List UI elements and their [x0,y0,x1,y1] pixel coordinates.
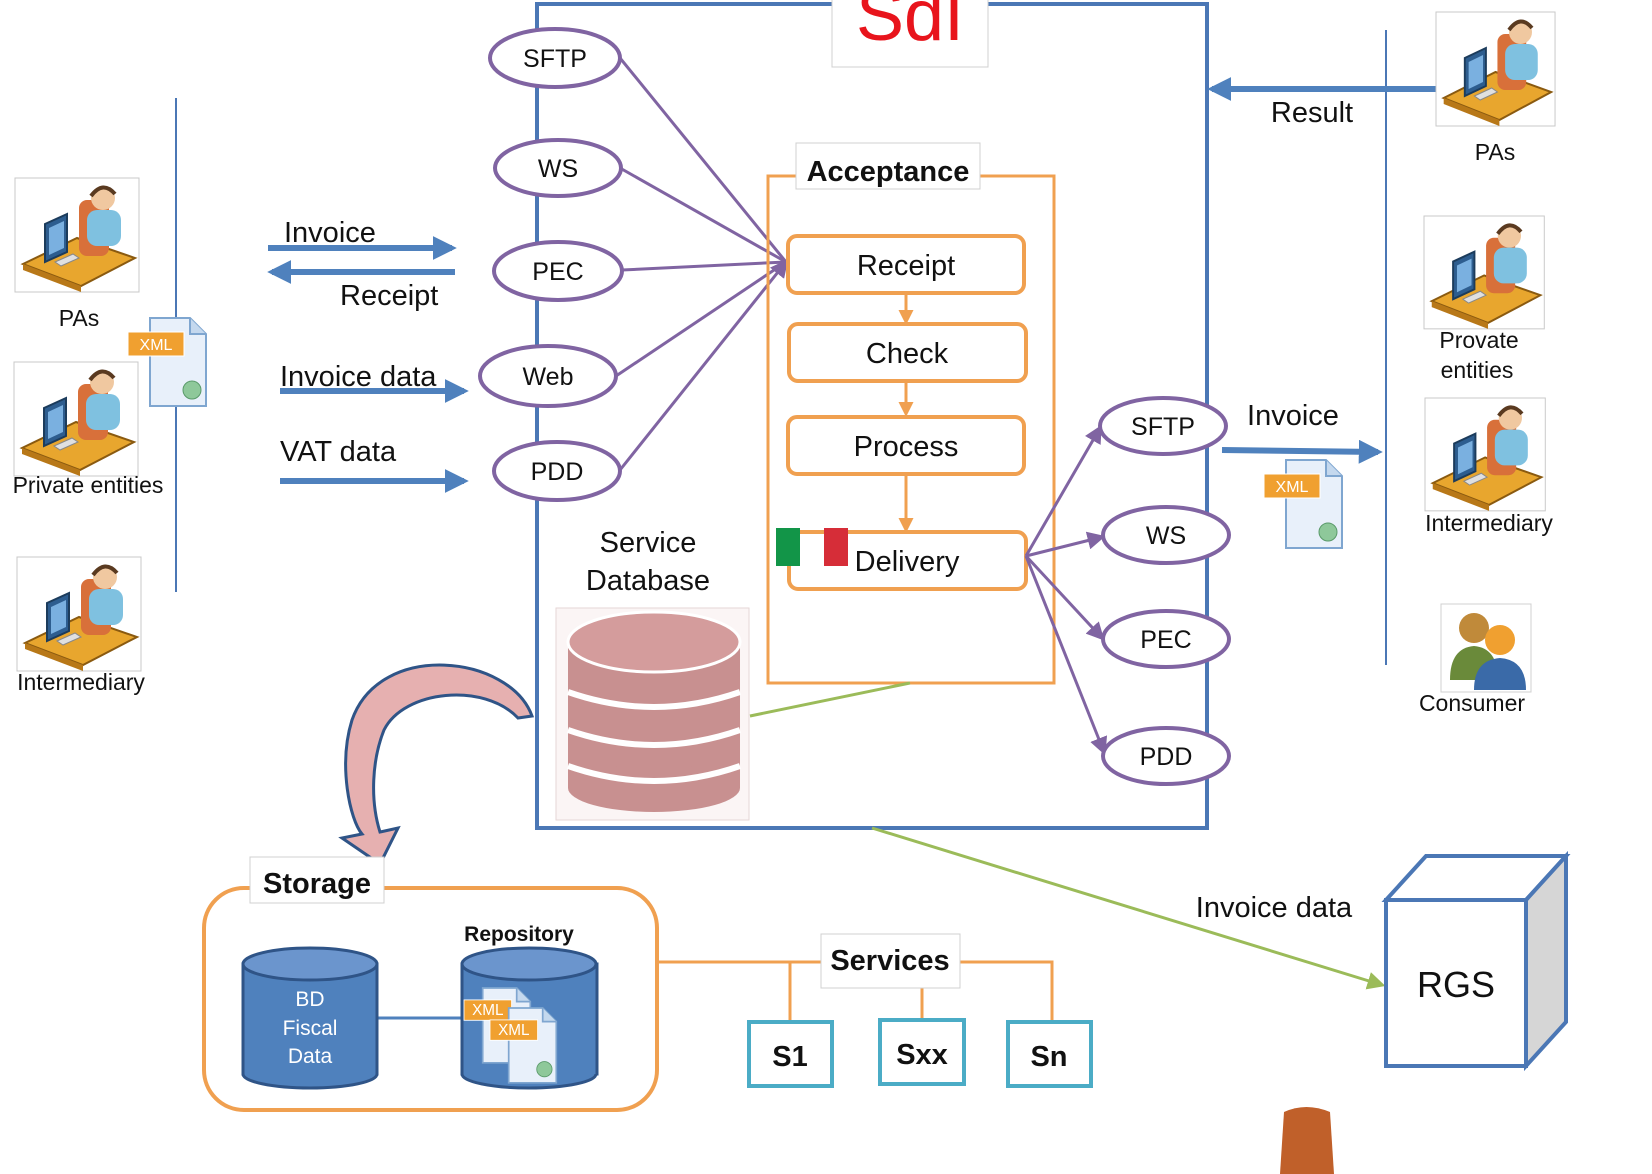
bd-label-line1: BD [295,988,324,1011]
consumer-icon [1440,603,1532,693]
channel-in-web-oval [478,344,618,408]
bd-label-line2: Fiscal [283,1017,338,1040]
flag-green-stripe [776,528,800,566]
pas-recipient-icon [1434,10,1558,128]
sender-xml-document-icon: XML [127,317,207,407]
storage-title: Storage [263,868,371,900]
channel-out-ws-oval [1101,505,1231,565]
bd-fiscal-data-cylinder [241,946,379,1090]
sender-xml-tag: XML [140,337,173,354]
channel-out-ws-label: WS [1146,522,1186,550]
rgs-flow-label: Invoice data [1196,892,1353,924]
channel-out-pdd-oval [1101,726,1231,786]
step-check-box [787,322,1028,383]
bd-label-line3: Data [288,1045,333,1068]
channel-out-pec-oval [1101,609,1231,669]
storage-title-box [249,856,385,904]
pas-sender-icon [13,176,141,294]
consumer-label: Consumer [1419,690,1525,716]
service-database-label-line1: Service [600,527,697,559]
repository-xml-tag-1: XML [472,1002,503,1019]
channel-in-ws-label: WS [538,155,578,183]
repository-label: Repository [464,923,574,946]
services-title-box [820,933,961,989]
delivery-to-sftp-line [1024,424,1102,557]
bottom-edge-shape [1280,1107,1334,1174]
acceptance-title-box [795,142,981,190]
acceptance-title: Acceptance [807,156,970,188]
database-to-storage-arrow [338,663,535,867]
provate-entities-recipient-label-line1: Provate [1439,327,1518,353]
step-receipt-box [786,234,1026,295]
service-sn-label: Sn [1030,1041,1067,1073]
step-process-label: Process [854,431,959,463]
storage-box [202,886,659,1112]
channel-out-pdd-label: PDD [1140,743,1193,771]
channel-out-sftp-oval [1098,396,1228,456]
provate-entities-recipient-label-line2: entities [1441,357,1514,383]
channel-in-sftp-oval [488,27,622,89]
services-right-connector [960,960,1054,1022]
channel-in-ws-oval [493,138,623,198]
recipient-xml-document-icon: XML [1263,459,1343,549]
service-s1-label: S1 [772,1041,807,1073]
channel-in-web-label: Web [523,363,574,391]
provate-entities-recipient-icon [1422,214,1547,331]
db-to-acceptance-line [749,681,911,718]
invoice-out-arrow [1221,439,1383,464]
services-title: Services [830,945,949,977]
channel-out-sftp-label: SFTP [1131,413,1195,441]
invoice-flow-label: Invoice [284,217,376,249]
channel-in-pec-oval [492,240,624,302]
sftp-to-receipt-line [618,57,788,263]
service-sxx-label: Sxx [896,1039,948,1071]
vat-data-flow-label: VAT data [280,436,397,468]
channel-out-pec-label: PEC [1140,626,1191,654]
pas-sender-label: PAs [59,305,99,331]
step-receipt-label: Receipt [857,250,955,282]
service-database-icon [555,607,750,821]
delivery-to-ws-line [1025,531,1106,558]
sdi-title-box [831,0,989,68]
invoice-data-flow-label: Invoice data [280,361,437,393]
intermediary-recipient-label: Intermediary [1425,510,1553,536]
repository-xml-icon-1: XML [463,987,532,1064]
web-to-receipt-line [615,260,787,378]
sdi-title: SdI [856,0,964,56]
recipient-xml-tag: XML [1276,479,1309,496]
delivery-to-pdd-line [1024,555,1108,756]
invoice-out-flow-label: Invoice [1247,400,1339,432]
step-delivery-label: Delivery [855,546,960,578]
step-check-label: Check [866,338,949,370]
service-s1-box [747,1020,834,1088]
service-sxx-box [878,1018,966,1086]
rgs-label: RGS [1417,964,1495,1005]
step-process-box [786,415,1026,476]
channel-in-pec-label: PEC [532,258,583,286]
pdd-to-receipt-line [618,259,789,471]
pec-to-receipt-line [621,260,787,272]
channel-in-sftp-label: SFTP [523,45,587,73]
intermediary-recipient-icon [1423,396,1548,513]
intermediary-sender-label: Intermediary [17,669,145,695]
repository-xml-tag-2: XML [498,1022,529,1039]
intermediary-sender-icon [15,555,143,673]
pas-recipient-label: PAs [1475,139,1515,165]
ws-to-receipt-line [619,166,787,264]
rgs-cube [1381,850,1571,1072]
channel-in-pdd-label: PDD [531,458,584,486]
invoice-data-to-rgs-line [871,826,1386,990]
receipt-flow-label: Receipt [340,280,438,312]
delivery-to-pec-line [1024,554,1105,641]
flag-red-stripe [824,528,848,566]
channel-in-pdd-oval [492,440,622,502]
result-flow-label: Result [1271,97,1353,129]
repository-xml-icon-2: XML [489,1007,558,1084]
private-entities-sender-label: Private entities [13,472,164,498]
storage-to-services-connector [657,960,792,1022]
service-sn-box [1006,1020,1093,1088]
service-database-label-line2: Database [586,565,710,597]
private-entities-sender-icon [12,360,140,478]
